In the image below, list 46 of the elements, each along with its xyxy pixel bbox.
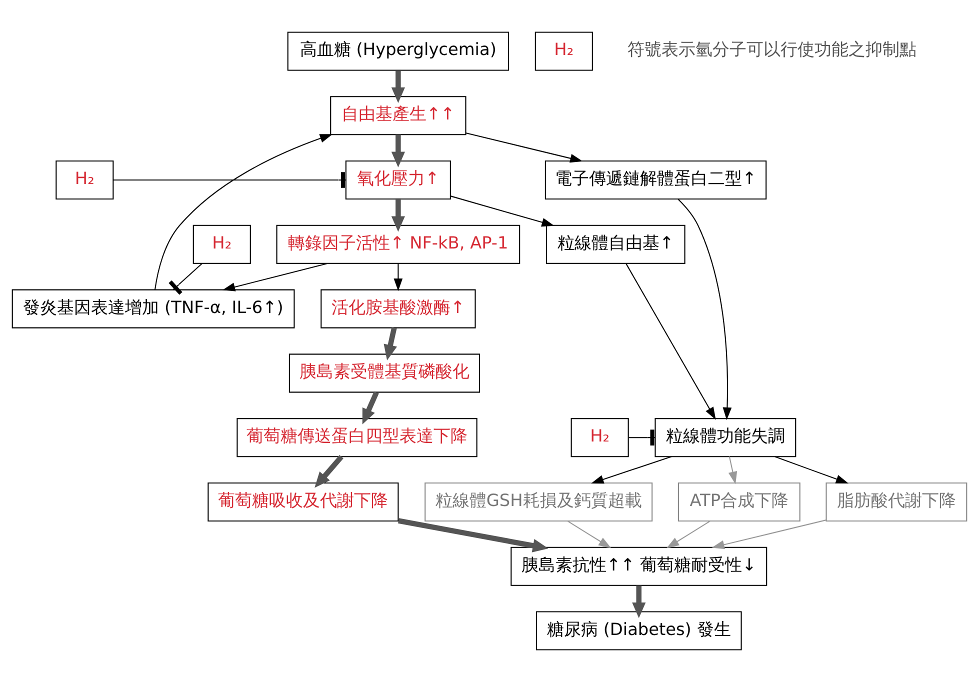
- arrow: [391, 134, 405, 168]
- arrow: [712, 520, 826, 550]
- node-label: 符號表示氫分子可以行使功能之抑制點: [627, 39, 916, 60]
- arrow: [154, 134, 333, 290]
- node-box: ATP合成下降: [678, 482, 800, 522]
- node-box: 轉錄因子活性↑ NF-kB, AP-1: [276, 224, 520, 264]
- arrow: [394, 263, 403, 292]
- arrow: [362, 391, 379, 424]
- arrow: [466, 132, 583, 163]
- arrow: [666, 520, 710, 548]
- arrow: [384, 327, 398, 360]
- arrow: [391, 70, 405, 103]
- arrow: [222, 262, 328, 292]
- arrow: [632, 585, 646, 618]
- node-box: 糖尿病 (Diabetes) 發生: [536, 611, 742, 650]
- arrow: [678, 198, 732, 420]
- node-box: 電子傳遞鏈解體蛋白二型↑: [544, 160, 767, 200]
- arrow: [728, 456, 738, 484]
- connector: [113, 172, 346, 188]
- arrow: [567, 520, 612, 548]
- node-box: 脂肪酸代謝下降: [826, 482, 968, 522]
- arrow: [398, 518, 548, 552]
- arrow: [591, 456, 672, 484]
- node-box: 粒線體功能失調: [654, 418, 796, 458]
- node-box: 粒線體自由基↑: [546, 224, 686, 264]
- node-box: 葡萄糖吸收及代謝下降: [208, 482, 399, 522]
- node-box: 自由基產生↑↑: [330, 96, 466, 136]
- node-box: 胰島素抗性↑↑ 葡萄糖耐受性↓: [510, 546, 768, 586]
- arrow: [774, 456, 849, 484]
- node-box: 葡萄糖傳送蛋白四型表達下降: [236, 418, 478, 458]
- node-box: 粒線體GSH耗損及鈣質超載: [424, 482, 653, 522]
- node-box: H₂: [534, 32, 593, 71]
- node-box: 活化胺基酸激酶↑: [320, 289, 476, 328]
- arrow: [626, 263, 716, 420]
- node-box: 高血糖 (Hyperglycemia): [287, 32, 510, 71]
- node-box: 胰島素受體基質磷酸化: [288, 354, 480, 393]
- node-box: 氧化壓力↑: [345, 160, 451, 200]
- node-box: H₂: [192, 224, 251, 264]
- arrow: [314, 454, 344, 488]
- arrow: [391, 199, 405, 232]
- node-box: H₂: [56, 160, 114, 200]
- node-box: H₂: [570, 418, 629, 458]
- connector: [628, 430, 656, 446]
- arrow: [450, 196, 554, 227]
- node-box: 發炎基因表達增加 (TNF-α, IL-6↑): [12, 289, 295, 328]
- connector: [168, 263, 202, 295]
